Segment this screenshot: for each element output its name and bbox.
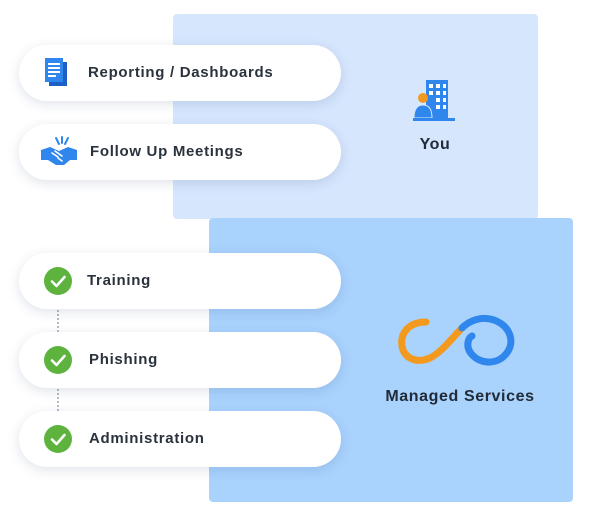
list-item-reporting: Reporting / Dashboards — [19, 45, 341, 101]
you-label: You — [419, 136, 451, 153]
item-label: Phishing — [89, 351, 158, 368]
check-icon — [44, 267, 72, 295]
infinity-logo-icon — [398, 314, 515, 366]
handshake-icon — [41, 136, 77, 165]
list-item-phishing: Phishing — [19, 332, 341, 388]
list-item-follow-up: Follow Up Meetings — [19, 124, 341, 180]
list-item-administration: Administration — [19, 411, 341, 467]
managed-services-label: Managed Services — [385, 388, 535, 405]
item-label: Administration — [89, 430, 205, 447]
check-icon — [44, 425, 72, 453]
connector-line — [57, 389, 59, 411]
item-label: Follow Up Meetings — [90, 143, 244, 160]
connector-line — [57, 310, 59, 332]
check-icon — [44, 346, 72, 374]
building-person-icon — [413, 80, 455, 121]
list-item-training: Training — [19, 253, 341, 309]
item-label: Reporting / Dashboards — [88, 64, 274, 81]
document-icon — [45, 58, 67, 86]
item-label: Training — [87, 272, 151, 289]
